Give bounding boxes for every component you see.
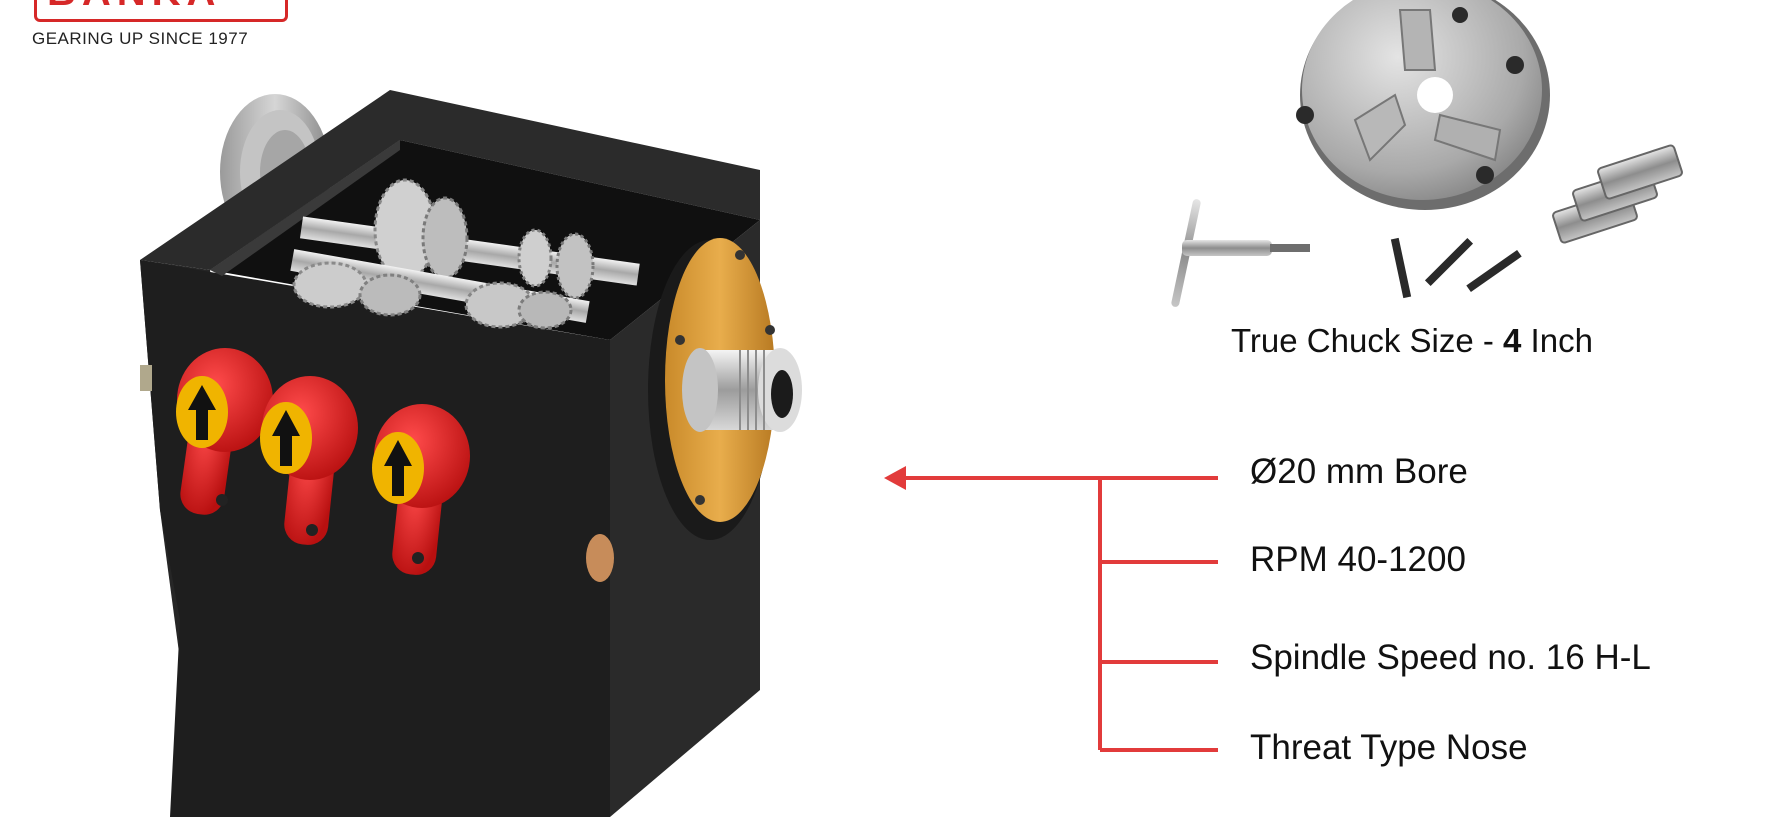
- spec-nose-type: Threat Type Nose: [1250, 728, 1528, 767]
- headstock-gearbox-illustration: [140, 90, 802, 817]
- brand-logo: BANKA GEARING UP SINCE 1977: [30, 0, 288, 52]
- speed-lever-3[interactable]: [372, 404, 470, 577]
- spec-spindle-speed: Spindle Speed no. 16 H-L: [1250, 638, 1651, 677]
- chuck-key: [1171, 199, 1310, 307]
- logo-tagline: GEARING UP SINCE 1977: [32, 29, 249, 48]
- oil-plug: [586, 534, 614, 582]
- chuck-caption-suffix: Inch: [1521, 322, 1593, 359]
- chuck-caption-prefix: True Chuck Size -: [1231, 322, 1504, 359]
- speed-lever-1[interactable]: [176, 348, 273, 517]
- internal-gears: [290, 178, 640, 330]
- spec-bore: Ø20 mm Bore: [1250, 452, 1468, 491]
- spindle-flange: [648, 238, 802, 540]
- chuck-size-caption: True Chuck Size - 4 Inch: [1231, 322, 1593, 360]
- chuck-caption-value: 4: [1503, 322, 1522, 359]
- spec-rpm: RPM 40-1200: [1250, 540, 1466, 579]
- side-stub: [140, 365, 152, 391]
- speed-lever-2[interactable]: [260, 376, 358, 547]
- spare-jaws: [1552, 144, 1683, 244]
- logo-frame: BANKA: [34, 0, 288, 22]
- logo-wordmark: BANKA: [47, 0, 221, 12]
- chuck-set-illustration: [1171, 0, 1683, 307]
- mounting-bolts: [1390, 237, 1522, 299]
- three-jaw-chuck: [1296, 0, 1550, 210]
